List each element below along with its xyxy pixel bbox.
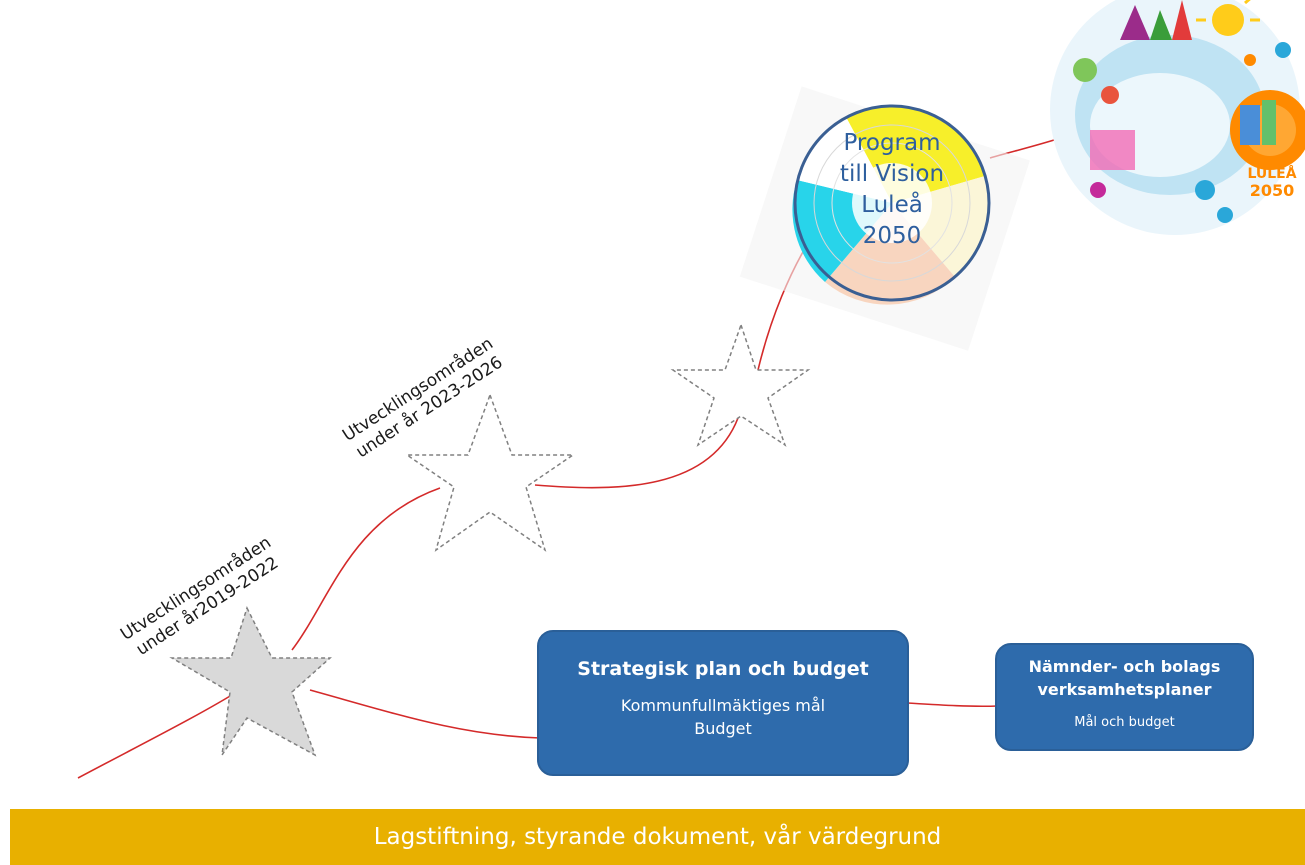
star-2023-2026 xyxy=(404,392,576,552)
strategic-plan-line2: Budget xyxy=(694,719,752,738)
boards-title-line1: Nämnder- och bolags xyxy=(1028,657,1221,676)
vision-2050-illustration: LULEÅ 2050 xyxy=(1050,0,1305,235)
program-vision-title: Program till Vision Luleå 2050 xyxy=(812,128,972,252)
path-line-to-strategic xyxy=(309,689,541,739)
path-line-star2-to-star3 xyxy=(534,417,739,489)
path-line-star1-to-star2 xyxy=(291,487,441,651)
boards-subtitle: Mål och budget xyxy=(1074,715,1175,730)
foundation-bar: Lagstiftning, styrande dokument, vår vär… xyxy=(10,809,1305,865)
vision-logo-line1: LULEÅ xyxy=(1247,165,1296,182)
boards-operational-plans-box: Nämnder- och bolags verksamhetsplaner Må… xyxy=(995,643,1254,751)
program-wheel xyxy=(739,86,1030,351)
path-line-start xyxy=(77,689,241,779)
path-line-strategic-to-boards xyxy=(907,702,999,708)
program-title-line3: Luleå xyxy=(861,192,923,218)
strategic-plan-line1: Kommunfullmäktiges mål xyxy=(620,696,826,715)
boards-title-line2: verksamhetsplaner xyxy=(1037,680,1212,699)
foundation-bar-text: Lagstiftning, styrande dokument, vår vär… xyxy=(373,824,942,850)
strategic-plan-box: Strategisk plan och budget Kommunfullmäk… xyxy=(537,630,909,776)
star-2019-2022 xyxy=(169,606,332,757)
program-title-line4: 2050 xyxy=(862,223,922,249)
strategic-plan-title: Strategisk plan och budget xyxy=(577,658,869,680)
star-next-period xyxy=(670,322,811,447)
program-title-line2: till Vision xyxy=(839,161,945,187)
sun-icon xyxy=(1212,4,1244,36)
program-title-line1: Program xyxy=(843,130,941,156)
vision-logo-line2: 2050 xyxy=(1250,181,1295,200)
